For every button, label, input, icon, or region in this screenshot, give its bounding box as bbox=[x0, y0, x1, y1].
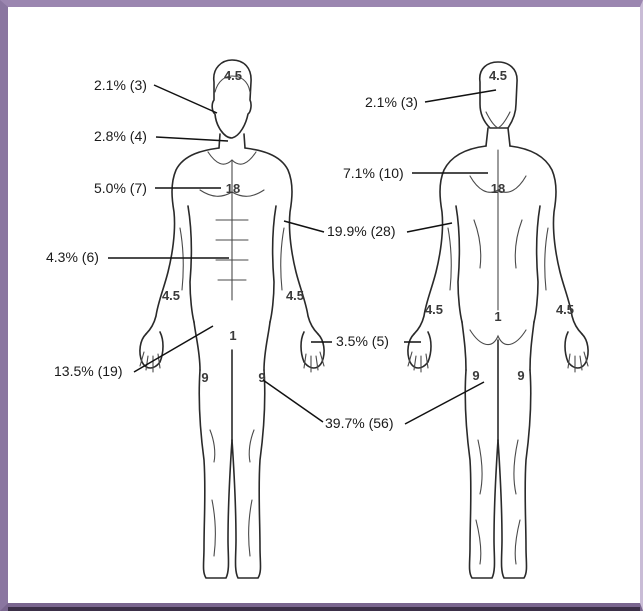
callout-label: 4.3% (6) bbox=[46, 249, 99, 265]
back-right-leg-value: 9 bbox=[472, 368, 479, 383]
front-left-leg-value: 9 bbox=[258, 370, 265, 385]
callout-label: 2.1% (3) bbox=[365, 94, 418, 110]
front-left-arm-value: 4.5 bbox=[286, 288, 304, 303]
front-callout-arm: 19.9% (28) bbox=[284, 221, 395, 239]
front-callout-leg: 39.7% (56) bbox=[263, 380, 484, 431]
back-left-leg-value: 9 bbox=[517, 368, 524, 383]
callout-label: 7.1% (10) bbox=[343, 165, 404, 181]
leader-line bbox=[425, 90, 496, 102]
front-right-leg-value: 9 bbox=[201, 370, 208, 385]
front-callout-groin: 13.5% (19) bbox=[54, 326, 213, 379]
callout-label: 2.8% (4) bbox=[94, 128, 147, 144]
callout-label: 3.5% (5) bbox=[336, 333, 389, 349]
callout-label: 2.1% (3) bbox=[94, 77, 147, 93]
leader-line bbox=[405, 382, 484, 424]
front-torso-value: 18 bbox=[226, 181, 240, 196]
callout-label: 13.5% (19) bbox=[54, 363, 122, 379]
front-callout-chest: 5.0% (7) bbox=[94, 180, 221, 196]
callout-label: 5.0% (7) bbox=[94, 180, 147, 196]
front-perineum-value: 1 bbox=[229, 328, 236, 343]
back-left-arm-value: 4.5 bbox=[556, 302, 574, 317]
back-buttock-value: 1 bbox=[494, 309, 501, 324]
front-right-arm-value: 4.5 bbox=[162, 288, 180, 303]
back-callout-upper-back: 7.1% (10) bbox=[343, 165, 488, 181]
back-right-arm-value: 4.5 bbox=[425, 302, 443, 317]
leader-line bbox=[263, 380, 323, 422]
callout-label: 19.9% (28) bbox=[327, 223, 395, 239]
leader-line bbox=[134, 326, 213, 372]
front-callout-face: 2.1% (3) bbox=[94, 77, 217, 113]
callout-label: 39.7% (56) bbox=[325, 415, 393, 431]
leader-line bbox=[156, 137, 228, 141]
front-callout-neck: 2.8% (4) bbox=[94, 128, 228, 144]
front-head-value: 4.5 bbox=[224, 68, 242, 83]
back-torso-value: 18 bbox=[491, 181, 505, 196]
back-callout-head: 2.1% (3) bbox=[365, 90, 496, 110]
back-arm-leader-line bbox=[407, 223, 452, 232]
front-callout-abdomen: 4.3% (6) bbox=[46, 249, 229, 265]
back-head-value: 4.5 bbox=[489, 68, 507, 83]
leader-line bbox=[154, 85, 217, 113]
